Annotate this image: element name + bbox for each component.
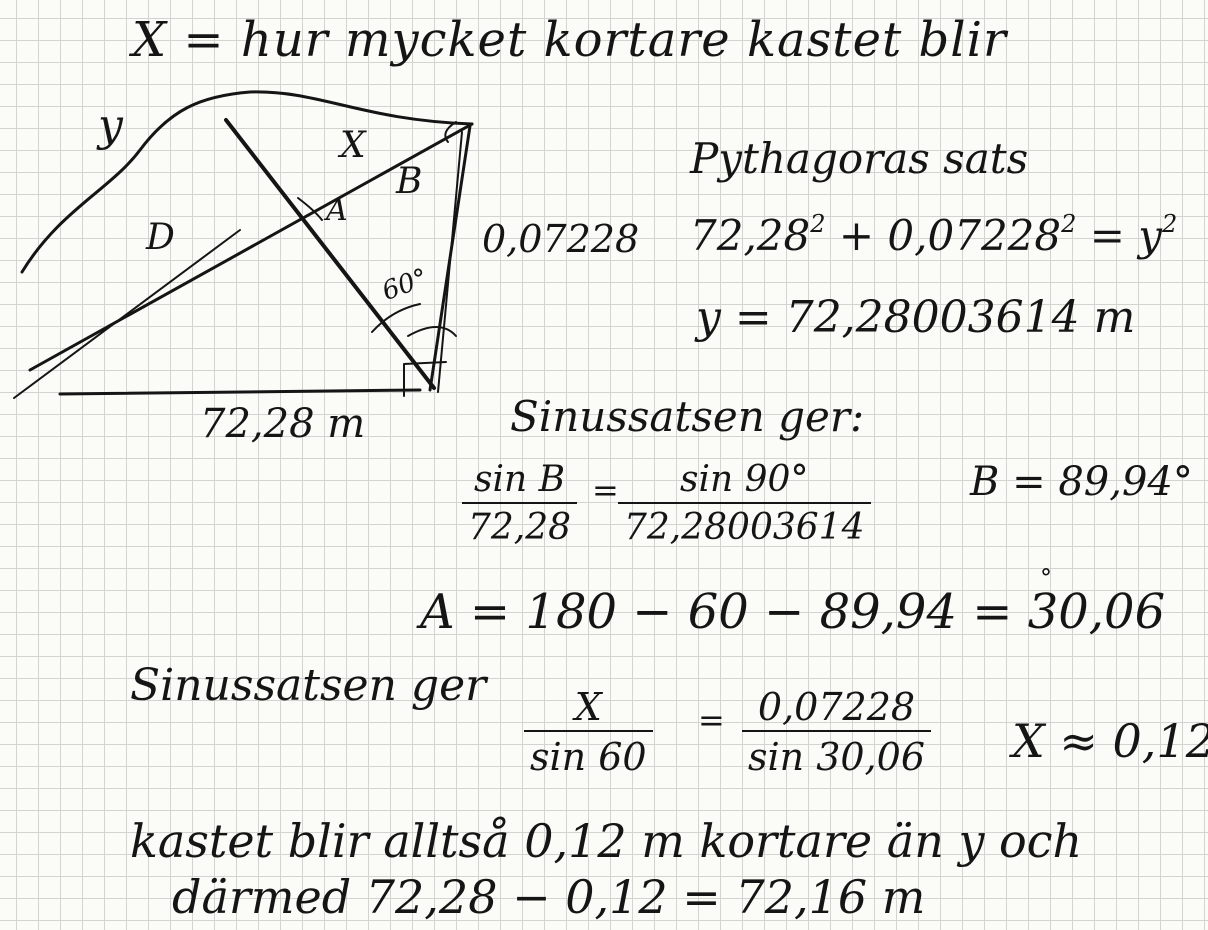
fraction-denominator: 72,28003614 — [618, 502, 871, 546]
sinus2-fraction-left: X sin 60 — [524, 688, 653, 776]
bottom-arc — [407, 326, 457, 337]
line-d-x — [28, 122, 474, 372]
eq-exp-2: 2 — [1061, 210, 1077, 238]
label-y: y — [98, 100, 123, 151]
line-d-x-2 — [13, 229, 241, 399]
angle-a-line: A = 180 − 60 − 89,94 = 30,06 — [420, 584, 1166, 640]
angle-60-arc — [371, 303, 421, 333]
angle-a-arc — [297, 197, 323, 221]
fraction-denominator: 72,28 — [462, 502, 578, 546]
fraction-numerator: 0,07228 — [757, 685, 916, 729]
fraction-denominator: sin 60 — [524, 730, 653, 776]
pythagoras-equation: 72,282 + 0,072282 = y2 — [690, 212, 1177, 257]
eq-term-y: = y — [1076, 211, 1163, 260]
fraction-denominator: sin 30,06 — [742, 730, 931, 776]
eq-exp-3: 2 — [1162, 210, 1178, 238]
label-x: X — [340, 125, 366, 166]
eq-exp-1: 2 — [810, 210, 826, 238]
label-base-length: 72,28 m — [200, 401, 366, 447]
sinus2-result: X ≈ 0,12 — [1012, 714, 1208, 768]
label-side-length: 0,07228 — [482, 217, 640, 261]
pythagoras-heading: Pythagoras sats — [690, 134, 1029, 183]
page-title: X = hur mycket kortare kastet blir — [132, 12, 1007, 68]
sinus1-heading: Sinussatsen ger: — [510, 392, 865, 441]
line-x-a — [224, 118, 436, 390]
fraction-numerator: X — [574, 685, 602, 729]
label-d: D — [146, 217, 175, 258]
angle-a-degree: ° — [1040, 564, 1052, 592]
sinus1-fraction-left: sin B 72,28 — [462, 459, 578, 546]
sinus2-equals: = — [698, 701, 725, 739]
right-angle-mark — [403, 361, 447, 397]
sinus1-equals: = — [592, 471, 619, 509]
sinus2-fraction-right: 0,07228 sin 30,06 — [742, 688, 931, 776]
label-a: A — [326, 193, 348, 228]
sinus1-result: B = 89,94° — [970, 459, 1193, 505]
sinus1-fraction-right: sin 90° 72,28003614 — [618, 462, 871, 546]
eq-term-b: + 0,07228 — [825, 211, 1062, 260]
curve-y — [20, 90, 474, 274]
sinus2-heading: Sinussatsen ger — [130, 660, 487, 711]
line-side-2 — [437, 131, 463, 393]
conclusion-line-2: därmed 72,28 − 0,12 = 72,16 m — [172, 870, 926, 924]
angle-b-arc — [444, 121, 457, 143]
fraction-numerator: sin B — [473, 459, 566, 500]
eq-term-a: 72,28 — [690, 211, 811, 260]
conclusion-line-1: kastet blir alltså 0,12 m kortare än y o… — [130, 814, 1083, 868]
fraction-numerator: sin 90° — [680, 459, 809, 500]
line-base — [58, 388, 422, 396]
label-b: B — [396, 161, 423, 202]
pythagoras-result: y = 72,28003614 m — [696, 292, 1136, 343]
